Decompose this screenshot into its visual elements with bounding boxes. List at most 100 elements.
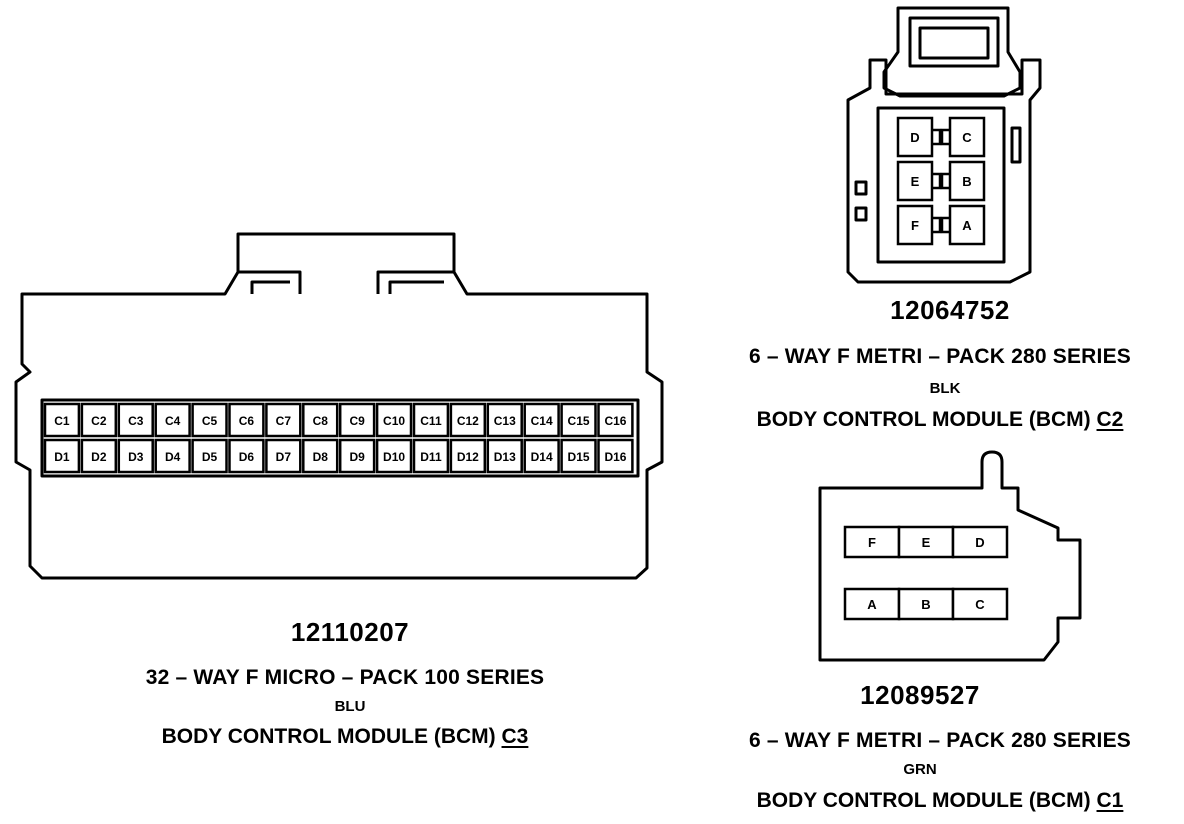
c3-pin-d9-label: D9 xyxy=(349,450,365,464)
c3-pin-c13-label: C13 xyxy=(494,414,516,428)
c3-pin-c11: C11 xyxy=(412,402,450,438)
c1-inner-frame xyxy=(836,500,1044,648)
c3-module-id: C3 xyxy=(501,725,529,748)
c3-pin-c4-label: C4 xyxy=(165,414,181,428)
c3-pin-d5-label: D5 xyxy=(202,450,218,464)
c3-pin-d8-label: D8 xyxy=(313,450,329,464)
c2-pin-a: A xyxy=(948,204,986,246)
c2-pin-f-label: F xyxy=(911,218,919,233)
c3-part-number: 12110207 xyxy=(290,617,410,647)
c2-terminal-key xyxy=(932,216,942,234)
c3-pin-c9: C9 xyxy=(338,402,376,438)
c2-inner-wall xyxy=(876,106,1006,264)
c3-pin-d3-label: D3 xyxy=(128,450,144,464)
c3-pin-c10-label: C10 xyxy=(383,414,405,428)
c3-module-label: BODY CONTROL MODULE (BCM) C3 xyxy=(80,725,610,749)
c3-pin-c11-label: C11 xyxy=(420,414,442,428)
c2-module-text: BODY CONTROL MODULE (BCM) xyxy=(756,408,1097,431)
c2-pin-e-label: E xyxy=(911,174,920,189)
c2-module-label: BODY CONTROL MODULE (BCM) C2 xyxy=(700,408,1180,432)
c3-pin-c7-label: C7 xyxy=(276,414,292,428)
c2-terminal-key xyxy=(940,216,950,234)
c1-color: GRN xyxy=(903,761,937,778)
c1-pin-c-label: C xyxy=(975,597,985,612)
c3-pin-c8: C8 xyxy=(302,402,339,438)
c3-pin-d6: D6 xyxy=(228,438,265,474)
c2-pin-e: E xyxy=(896,160,934,202)
c2-pin-d-label: D xyxy=(910,130,919,145)
c1-pin-f-label: F xyxy=(868,535,876,550)
c3-pin-c15-label: C15 xyxy=(568,414,590,428)
c3-pin-d2-label: D2 xyxy=(91,450,107,464)
c2-lock-shroud xyxy=(882,6,1022,98)
c2-module-id: C2 xyxy=(1096,408,1124,431)
c3-pin-c2-label: C2 xyxy=(91,414,107,428)
c3-pin-d7: D7 xyxy=(265,438,302,474)
c3-pin-d14: D14 xyxy=(523,438,560,474)
c3-pin-c9-label: C9 xyxy=(349,414,365,428)
c2-housing-outline xyxy=(846,58,1042,284)
c3-color: BLU xyxy=(334,698,366,715)
c3-pin-d4: D4 xyxy=(154,438,191,474)
c3-pin-c6: C6 xyxy=(228,402,265,438)
c1-pin-f: F xyxy=(843,525,901,559)
c1-part-number: 12089527 xyxy=(860,680,980,710)
c3-pin-c8-label: C8 xyxy=(313,414,329,428)
c1-pin-a: A xyxy=(843,587,901,621)
c1-pin-b: B xyxy=(897,587,955,621)
c3-pin-c10: C10 xyxy=(375,402,413,438)
c3-pin-c3-label: C3 xyxy=(128,414,144,428)
c3-pin-d13: D13 xyxy=(486,438,523,474)
c2-pin-a-label: A xyxy=(962,218,972,233)
c3-pin-c5-label: C5 xyxy=(202,414,218,428)
c1-module-text: BODY CONTROL MODULE (BCM) xyxy=(756,789,1097,812)
c2-pin-c: C xyxy=(948,116,986,158)
c2-terminal-key xyxy=(932,128,942,146)
c3-pin-c12: C12 xyxy=(449,402,487,438)
c3-pin-d8: D8 xyxy=(302,438,339,474)
c2-color: BLK xyxy=(929,380,961,397)
c3-pin-d2: D2 xyxy=(80,438,118,474)
c3-pin-c12-label: C12 xyxy=(457,414,479,428)
c1-series: 6 – WAY F METRI – PACK 280 SERIES xyxy=(748,729,1131,752)
c3-pin-d11: D11 xyxy=(412,438,450,474)
c1-pin-d-label: D xyxy=(975,535,984,550)
c3-pin-c14-label: C14 xyxy=(531,414,553,428)
c3-pin-d15: D15 xyxy=(560,438,597,474)
c2-part-number: 12064752 xyxy=(890,295,1010,325)
c1-pin-e: E xyxy=(897,525,955,559)
c2-pin-b: B xyxy=(948,160,986,202)
c3-pin-c16-label: C16 xyxy=(604,414,626,428)
c3-pin-d10: D10 xyxy=(375,438,413,474)
c2-side-rib-right xyxy=(1010,126,1022,164)
c3-pin-c1-label: C1 xyxy=(54,414,70,428)
c3-pin-d9: D9 xyxy=(338,438,376,474)
c3-pin-c4: C4 xyxy=(154,402,191,438)
c3-pin-d4-label: D4 xyxy=(165,450,181,464)
c1-pin-d: D xyxy=(951,525,1009,559)
c1-pin-a-label: A xyxy=(867,597,877,612)
c2-terminal-key xyxy=(932,172,942,190)
c3-pin-d7-label: D7 xyxy=(276,450,292,464)
c3-pin-c1: C1 xyxy=(43,402,81,438)
c1-pin-b-label: B xyxy=(921,597,930,612)
c3-latch-slot-left xyxy=(238,270,302,294)
c3-series: 32 – WAY F MICRO – PACK 100 SERIES xyxy=(145,666,545,689)
c3-pin-d5: D5 xyxy=(191,438,228,474)
c2-lock-inner xyxy=(908,16,1000,68)
c2-side-rib-left-1 xyxy=(854,180,868,196)
c2-side-rib-left-2 xyxy=(854,206,868,222)
c3-module-text: BODY CONTROL MODULE (BCM) xyxy=(161,725,502,748)
c3-pin-c13: C13 xyxy=(486,402,523,438)
c3-pin-c15: C15 xyxy=(560,402,597,438)
c3-pin-c5: C5 xyxy=(191,402,228,438)
c3-pin-window xyxy=(40,398,640,478)
c3-pin-c2: C2 xyxy=(80,402,118,438)
c3-pin-d6-label: D6 xyxy=(239,450,255,464)
c2-pin-b-label: B xyxy=(962,174,971,189)
c3-pin-d10-label: D10 xyxy=(383,450,405,464)
c2-pin-d: D xyxy=(896,116,934,158)
